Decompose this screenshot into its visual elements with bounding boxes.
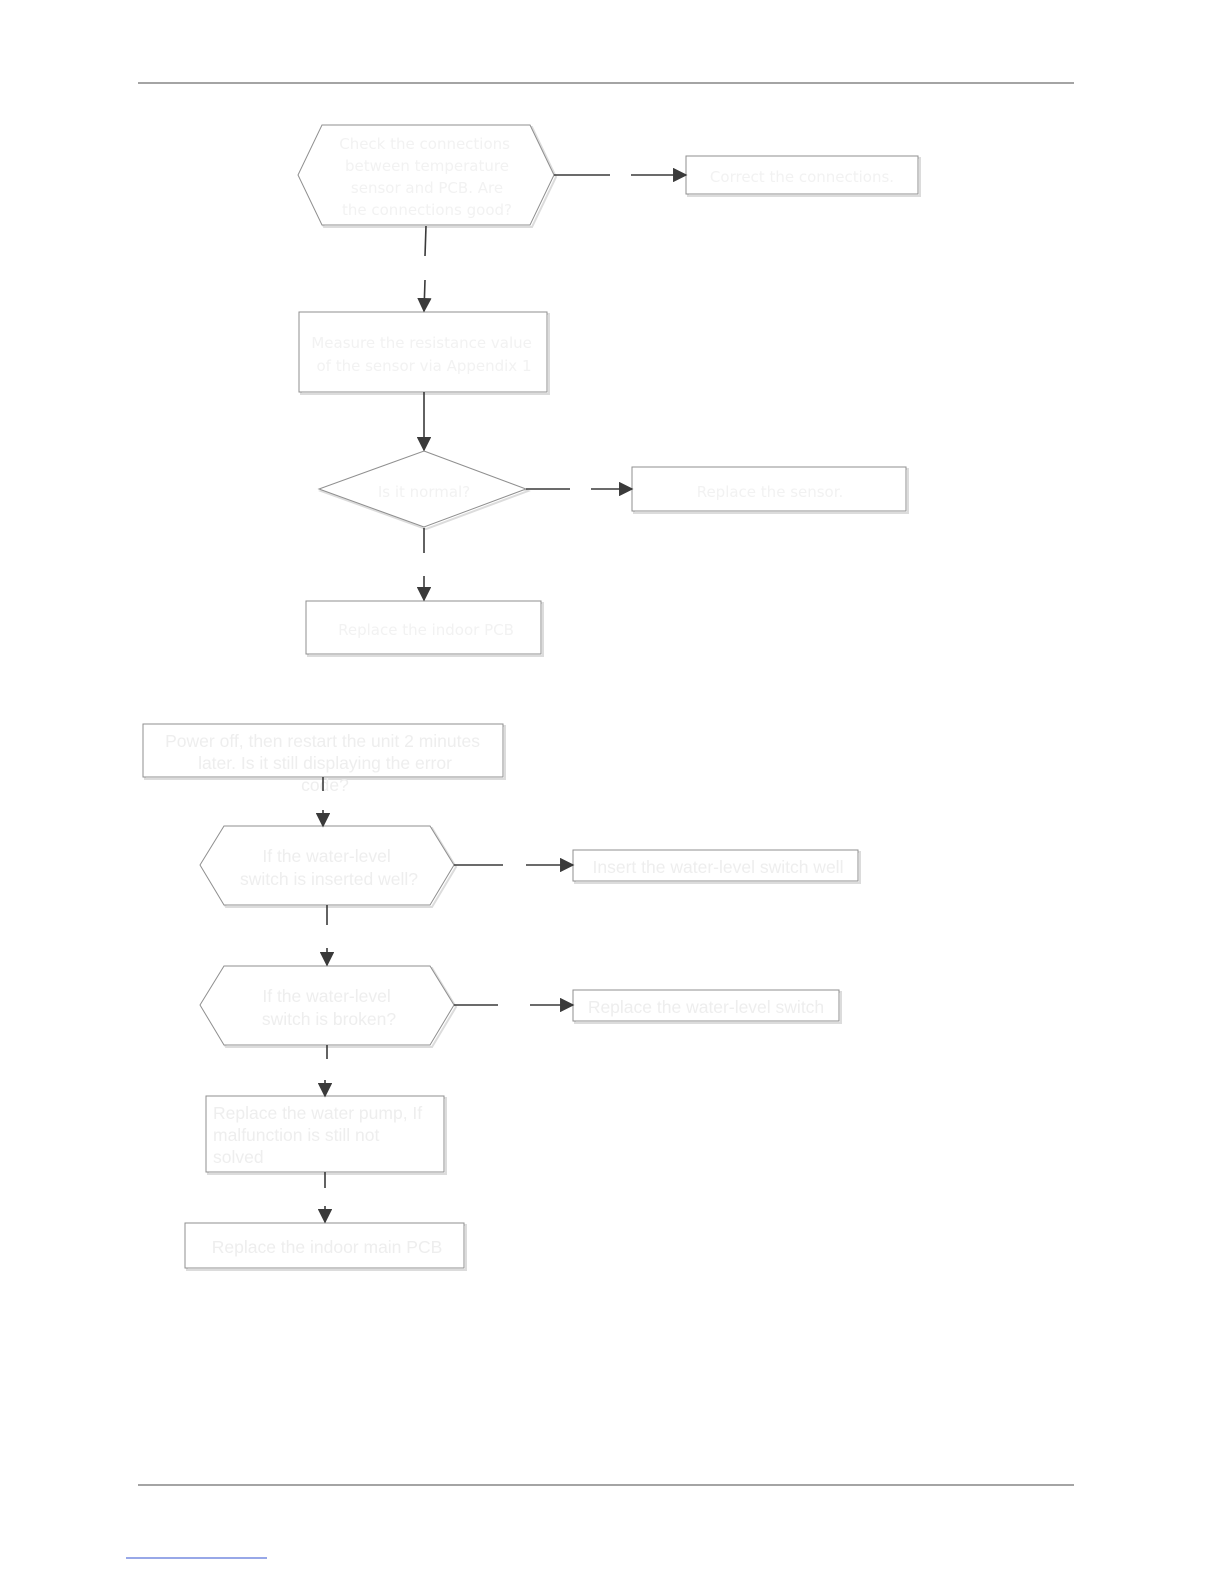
switch-broken-line-1: If the water-level	[262, 986, 390, 1006]
replace-main-pcb-text: Replace the indoor main PCB	[212, 1237, 443, 1257]
switch-inserted-line-2: switch is inserted well?	[240, 869, 418, 889]
node-switch-broken: If the water-level switch is broken?	[199, 965, 458, 1048]
node-insert-switch: Insert the water-level switch well	[572, 849, 861, 884]
power-off-restart-text: Power off, then restart the unit 2 minut…	[165, 731, 485, 795]
check-connections-line-2: between temperature	[345, 157, 509, 175]
check-connections-line-4: the connections good?	[342, 201, 512, 219]
switch-broken-text: If the water-level switch is broken?	[262, 986, 396, 1029]
check-connections-line-1: Check the connections	[339, 135, 510, 153]
replace-pump-text: Replace the water pump, If malfunction i…	[213, 1103, 427, 1167]
measure-resistance-line-1: Measure the resistance value	[311, 334, 532, 352]
switch-inserted-text: If the water-level switch is inserted we…	[240, 846, 418, 889]
replace-indoor-pcb-text: Replace the indoor PCB	[338, 621, 514, 639]
insert-switch-text: Insert the water-level switch well	[593, 857, 844, 877]
node-check-connections: Check the connections between temperatur…	[297, 124, 558, 228]
node-replace-main-pcb: Replace the indoor main PCB	[184, 1222, 467, 1271]
check-connections-text: Check the connections between temperatur…	[339, 135, 515, 219]
node-replace-indoor-pcb: Replace the indoor PCB	[305, 600, 544, 657]
node-is-normal: Is it normal?	[317, 450, 531, 531]
measure-resistance-text: Measure the resistance value of the sens…	[311, 334, 536, 375]
node-replace-switch: Replace the water-level switch	[572, 989, 842, 1024]
is-normal-text: Is it normal?	[378, 483, 470, 501]
node-switch-inserted: If the water-level switch is inserted we…	[199, 825, 458, 908]
flowchart-water-level: Power off, then restart the unit 2 minut…	[142, 723, 861, 1271]
power-off-restart-line-2: later. Is it still displaying the error	[198, 753, 452, 773]
node-replace-sensor: Replace the sensor.	[631, 466, 909, 514]
power-off-restart-line-1: Power off, then restart the unit 2 minut…	[165, 731, 480, 751]
flowchart-sensor: Check the connections between temperatur…	[297, 124, 921, 657]
node-correct-connections: Correct the connections.	[685, 155, 921, 197]
node-replace-pump: Replace the water pump, If malfunction i…	[205, 1095, 447, 1175]
replace-pump-line-3: solved	[213, 1147, 264, 1167]
node-measure-resistance: Measure the resistance value of the sens…	[298, 311, 550, 395]
replace-sensor-text: Replace the sensor.	[697, 483, 844, 501]
wire-check-to-measure-a	[424, 225, 427, 257]
measure-resistance-line-2: of the sensor via Appendix 1	[316, 357, 531, 375]
arrow-check-to-measure	[417, 279, 432, 313]
power-off-restart-line-3: code?	[301, 775, 349, 795]
switch-broken-line-2: switch is broken?	[262, 1009, 396, 1029]
replace-pump-line-1: Replace the water pump, If	[213, 1103, 422, 1123]
replace-switch-text: Replace the water-level switch	[588, 997, 824, 1017]
replace-pump-line-2: malfunction is still not	[213, 1125, 379, 1145]
switch-inserted-line-1: If the water-level	[262, 846, 390, 866]
correct-connections-text: Correct the connections.	[710, 168, 894, 186]
check-connections-line-3: sensor and PCB. Are	[351, 179, 503, 197]
node-power-off-restart: Power off, then restart the unit 2 minut…	[142, 723, 506, 795]
